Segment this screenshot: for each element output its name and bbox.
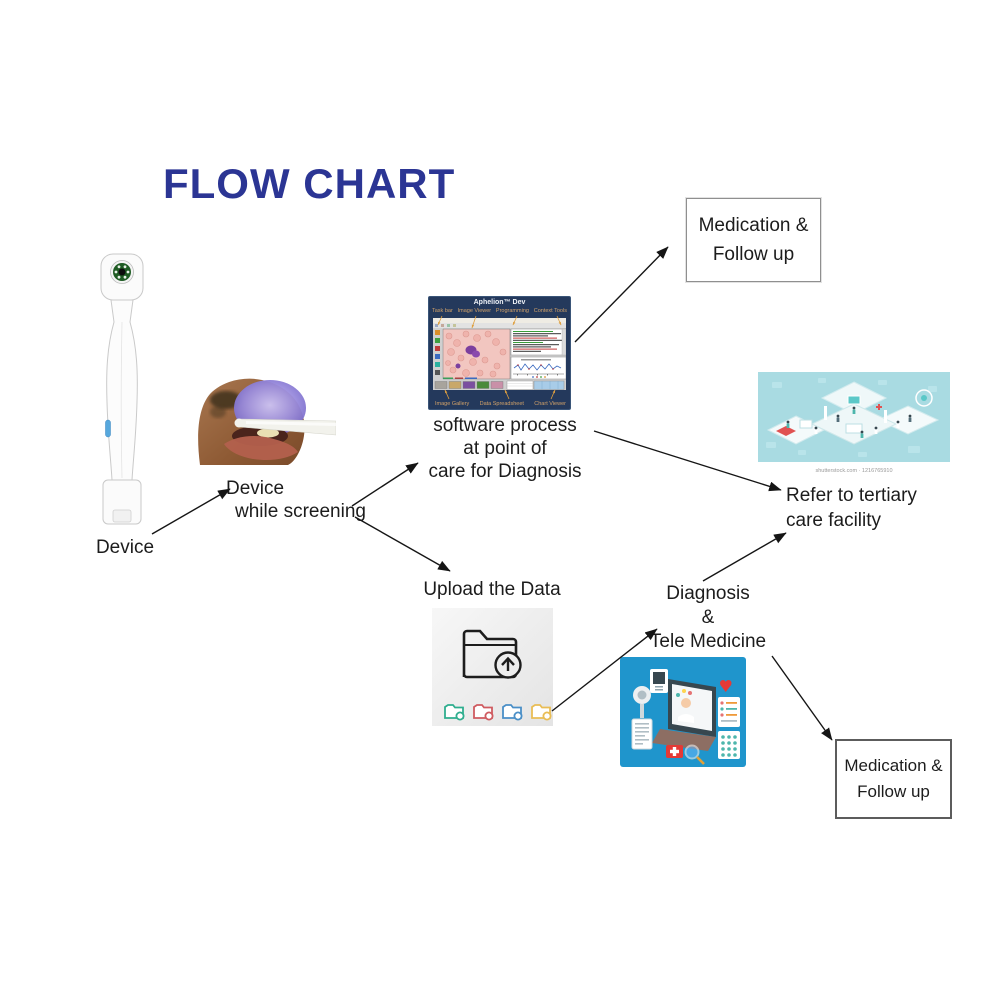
diagnosis-telemedicine-label: Diagnosis & Tele Medicine [640, 582, 776, 654]
screening-label-line1: Device [226, 478, 285, 499]
software-app-window [433, 318, 566, 390]
medication-bottom-line2: Follow up [857, 782, 930, 801]
software-process-line2: at point of [463, 438, 547, 459]
software-process-line3: care for Diagnosis [428, 461, 582, 482]
software-title: Aphelion™ Dev [473, 299, 526, 306]
diagnosis-line2: & [701, 607, 715, 628]
software-label-chartviewer: Chart Viewer [534, 401, 566, 407]
diagnosis-line1: Diagnosis [666, 583, 750, 604]
arrow-device-while-screening-to-upload-the-data [354, 516, 451, 572]
medication-bottom-line1: Medication & [844, 756, 943, 775]
arrow-software-screenshot-to-medication-follow-up-top [574, 246, 669, 343]
refer-tertiary-label: Refer to tertiary care facility [786, 483, 917, 533]
software-callout-arrows [437, 315, 562, 400]
screening-label-line2: while screening [235, 501, 366, 522]
screening-label: Device while screening [226, 477, 366, 523]
screening-illustration [198, 378, 337, 465]
medication-top-line2: Follow up [712, 244, 795, 265]
device-illustration [100, 253, 144, 525]
arrow-diagnosis-telemedicine-to-refer-tertiary-care [702, 532, 787, 582]
heart-icon [720, 680, 732, 692]
software-process-label: software process at point of care for Di… [425, 414, 585, 483]
device-label: Device [95, 537, 155, 558]
arrow-diagnosis-telemedicine-to-medication-follow-up-bottom [771, 655, 833, 741]
software-label-taskbar: Task bar [432, 308, 453, 314]
software-label-imagegallery: Image Gallery [435, 401, 470, 407]
arrow-software-process-to-refer-tertiary-care [593, 430, 782, 492]
telemedicine-image [620, 657, 746, 767]
small-folder-icons [444, 704, 552, 721]
upload-folder-icon [444, 629, 552, 721]
software-label-dataspreadsheet: Data Spreadsheet [479, 401, 524, 407]
upload-data-label: Upload the Data [423, 579, 561, 600]
refer-line1: Refer to tertiary [786, 485, 917, 506]
diagnosis-line3: Tele Medicine [649, 631, 767, 652]
device-photo [85, 252, 163, 537]
stock-watermark: shutterstock.com · 1216765910 [815, 468, 893, 474]
telemedicine-illustration [620, 657, 746, 767]
hospital-isometric-image [758, 372, 950, 462]
software-top-labels: Task bar Image Viewer Programming Contex… [432, 308, 567, 314]
refer-line2: care facility [786, 510, 882, 531]
software-bottom-labels: Image Gallery Data Spreadsheet Chart Vie… [435, 401, 566, 407]
hospital-illustration: shutterstock.com · 1216765910 [758, 372, 950, 475]
page-title: FLOW CHART [163, 160, 456, 207]
medication-followup-top-box: Medication & Follow up [686, 198, 821, 282]
software-label-contexttools: Context Tools [533, 308, 567, 314]
software-screenshot: Aphelion™ Dev Task bar Image Viewer Prog… [428, 296, 571, 410]
screening-photo [196, 374, 337, 465]
software-process-line1: software process [433, 415, 577, 436]
medication-top-line1: Medication & [698, 215, 809, 236]
magnifier-icon [684, 744, 700, 760]
arrow-device-to-device-while-screening [151, 488, 231, 535]
device-button [105, 419, 111, 438]
software-label-imageviewer: Image Viewer [457, 308, 492, 314]
software-label-programming: Programming [495, 308, 529, 314]
upload-data-image [432, 608, 553, 726]
medication-followup-bottom-box: Medication & Follow up [835, 739, 952, 819]
